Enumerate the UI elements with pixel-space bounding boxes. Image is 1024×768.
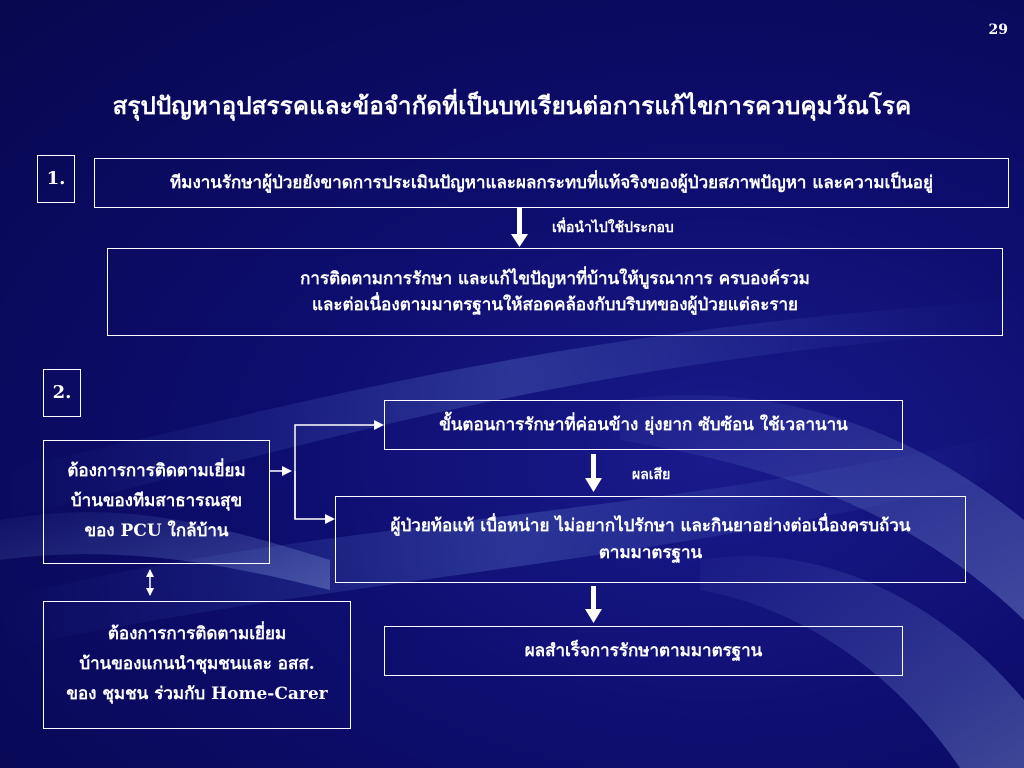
need-community-visit-box: ต้องการการติดตามเยี่ยม บ้านของแกนนำชุมชน… (43, 601, 351, 729)
treatment-success-box: ผลสำเร็จการรักษาตามมาตรฐาน (384, 626, 903, 676)
treatment-process-text: ขั้นตอนการรักษาที่ค่อนข้าง ยุ่งยาก ซับซ้… (439, 414, 848, 435)
patient-discouraged-line2: ตามมาตรฐาน (598, 542, 703, 563)
page-number: 29 (988, 22, 1008, 38)
process-down-arrow (585, 454, 602, 492)
patient-discouraged-line1: ผู้ป่วยท้อแท้ เบื่อหน่าย ไม่อยากไปรักษา … (390, 516, 911, 537)
success-down-arrow (585, 586, 602, 623)
section1-number: 1. (37, 155, 75, 203)
section1-arrow-label: เพื่อนำไปใช้ประกอบ (552, 220, 674, 236)
need-pcu-line1: ต้องการการติดตามเยี่ยม (67, 461, 246, 482)
need-community-line1: ต้องการการติดตามเยี่ยม (107, 624, 287, 645)
treatment-process-box: ขั้นตอนการรักษาที่ค่อนข้าง ยุ่งยาก ซับซ้… (384, 400, 903, 450)
section1-number-label: 1. (46, 168, 66, 190)
patient-discouraged-box: ผู้ป่วยท้อแท้ เบื่อหน่าย ไม่อยากไปรักษา … (335, 496, 966, 583)
section2-number: 2. (43, 369, 81, 417)
need-pcu-line3: ของ PCU ใกล้บ้าน (84, 520, 229, 541)
section1-problem-text: ทีมงานรักษาผู้ป่วยยังขาดการประเมินปัญหาแ… (170, 172, 933, 193)
section2-arrow-label: ผลเสีย (632, 467, 671, 483)
need-community-line3: ของ ชุมชน ร่วมกับ Home-Carer (66, 683, 328, 704)
section1-result-line2: และต่อเนื่องตามมาตรฐานให้สอดคล้องกับบริบ… (312, 295, 798, 315)
treatment-success-text: ผลสำเร็จการรักษาตามมาตรฐาน (524, 640, 763, 661)
section2-number-label: 2. (52, 382, 72, 404)
need-pcu-line2: บ้านของทีมสาธารณสุข (70, 491, 243, 512)
need-pcu-visit-box: ต้องการการติดตามเยี่ยม บ้านของทีมสาธารณส… (43, 440, 270, 564)
need-community-line2: บ้านของแกนนำชุมชนและ อสส. (79, 654, 315, 675)
slide-title: สรุปปัญหาอุปสรรคและข้อจำกัดที่เป็นบทเรีย… (112, 91, 912, 120)
section1-result-box: การติดตามการรักษา และแก้ไขปัญหาที่บ้านให… (107, 248, 1003, 336)
section1-problem-box: ทีมงานรักษาผู้ป่วยยังขาดการประเมินปัญหาแ… (94, 158, 1009, 208)
section1-down-arrow (511, 208, 528, 247)
section1-result-line1: การติดตามการรักษา และแก้ไขปัญหาที่บ้านให… (300, 268, 810, 289)
